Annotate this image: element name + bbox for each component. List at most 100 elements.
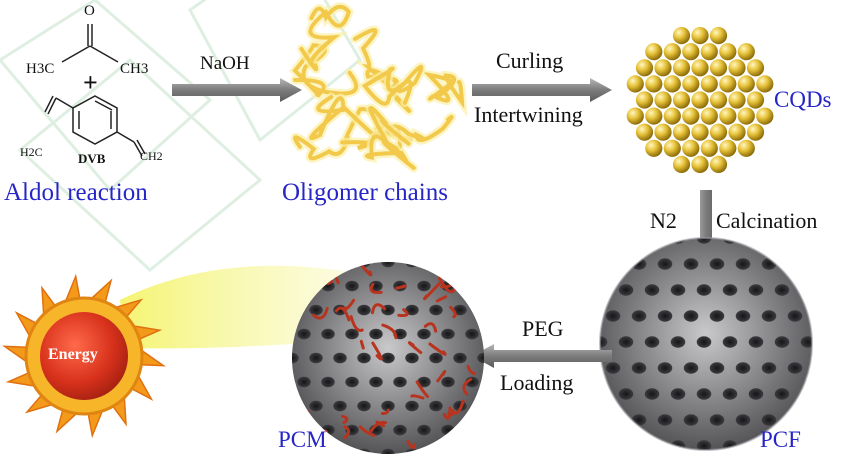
cqd-sphere xyxy=(663,75,681,93)
dvb-label: DVB xyxy=(78,151,106,166)
framework-pore xyxy=(683,362,699,374)
cqd-sphere xyxy=(728,59,746,77)
framework-pore xyxy=(477,304,484,316)
peg-chain xyxy=(358,262,373,277)
framework-pore xyxy=(429,448,443,454)
cqd-sphere xyxy=(672,123,691,141)
peg-chain xyxy=(422,281,442,301)
framework-pore xyxy=(369,376,383,388)
cqd-sphere xyxy=(663,107,681,125)
cqd-sphere xyxy=(663,43,681,61)
framework-pore xyxy=(333,400,347,412)
framework-pore xyxy=(631,414,647,426)
framework-pore xyxy=(417,280,431,292)
framework-pore xyxy=(605,310,621,322)
oligomer-chain xyxy=(365,106,416,170)
framework-pore xyxy=(600,284,608,296)
oligomer-chain xyxy=(299,4,352,72)
energy-label: Energy xyxy=(48,346,98,363)
peg-chain xyxy=(359,339,365,350)
cqd-sphere xyxy=(737,75,755,93)
sun-icon xyxy=(2,273,166,439)
peg-chain xyxy=(395,284,407,290)
framework-pore xyxy=(735,258,751,270)
framework-pore xyxy=(709,414,725,426)
framework-pore xyxy=(453,262,467,268)
cqd-sphere xyxy=(645,75,663,93)
framework-pore xyxy=(644,440,660,450)
framework-pore xyxy=(441,328,455,340)
peg-label: PEG xyxy=(522,316,564,341)
framework-pore xyxy=(605,362,621,374)
oligomer-chain xyxy=(292,43,358,98)
peg-chain xyxy=(466,365,476,376)
framework-pore xyxy=(800,284,812,296)
framework-pore xyxy=(683,310,699,322)
framework-pore xyxy=(405,400,419,412)
cqd-sphere xyxy=(700,107,718,125)
framework-pore xyxy=(800,238,812,244)
framework-pore xyxy=(722,388,738,400)
cqd-sphere xyxy=(700,43,718,61)
framework-pore xyxy=(787,310,803,322)
cqd-sphere xyxy=(645,139,663,157)
framework-pore xyxy=(417,424,431,436)
framework-pore xyxy=(670,336,686,348)
peg-chain xyxy=(458,265,477,283)
dvb-structure xyxy=(44,95,146,157)
framework-pore xyxy=(657,258,673,270)
framework-pore xyxy=(618,238,634,244)
cqd-sphere xyxy=(719,43,737,61)
cqd-sphere xyxy=(728,123,746,141)
framework-pore xyxy=(657,414,673,426)
framework-pore xyxy=(800,336,812,348)
naoh-arrow xyxy=(172,78,302,102)
framework-pore xyxy=(345,280,359,292)
framework-pore xyxy=(292,262,299,268)
framework-pore xyxy=(683,414,699,426)
framework-pore xyxy=(814,258,829,269)
framework-pore xyxy=(748,284,764,296)
background-diamond-pattern xyxy=(0,0,362,272)
peg-chain xyxy=(449,305,457,319)
framework-pore xyxy=(605,414,621,426)
framework-pore xyxy=(309,400,323,412)
framework-pore xyxy=(369,328,383,340)
peg-chain xyxy=(415,380,429,398)
framework-pore xyxy=(405,352,419,364)
framework-pore xyxy=(297,328,311,340)
curling-label: Curling xyxy=(496,48,564,73)
framework-pore xyxy=(321,328,335,340)
framework-pore xyxy=(709,362,725,374)
framework-pore xyxy=(477,352,484,364)
framework-pore xyxy=(787,414,803,426)
cqd-sphere xyxy=(737,107,755,125)
cqd-sphere xyxy=(709,123,728,141)
peg-chain xyxy=(407,341,423,355)
framework-pore xyxy=(600,440,608,450)
peg-chain xyxy=(435,295,448,303)
cqd-sphere xyxy=(691,91,709,109)
framework-pore xyxy=(696,238,712,244)
framework-pore xyxy=(417,328,431,340)
framework-pore xyxy=(489,425,502,436)
methyl-right-label: CH3 xyxy=(120,61,149,77)
intertwining-label: Intertwining xyxy=(474,102,583,127)
framework-pore xyxy=(696,336,712,348)
cqd-sphere xyxy=(672,91,691,109)
framework-pore xyxy=(774,336,790,348)
vinyl-left-label: H2C xyxy=(20,145,43,159)
peg-chain xyxy=(369,420,388,433)
framework-pore xyxy=(345,328,359,340)
framework-pore xyxy=(644,388,660,400)
framework-pore xyxy=(618,284,634,296)
framework-pore xyxy=(657,310,673,322)
cqd-sphere xyxy=(719,75,737,93)
oligomer-chain xyxy=(423,71,465,109)
framework-pore xyxy=(644,336,660,348)
framework-pore xyxy=(774,388,790,400)
cqd-sphere xyxy=(700,75,718,93)
framework-pore xyxy=(309,304,323,316)
peg-chain xyxy=(358,425,376,437)
